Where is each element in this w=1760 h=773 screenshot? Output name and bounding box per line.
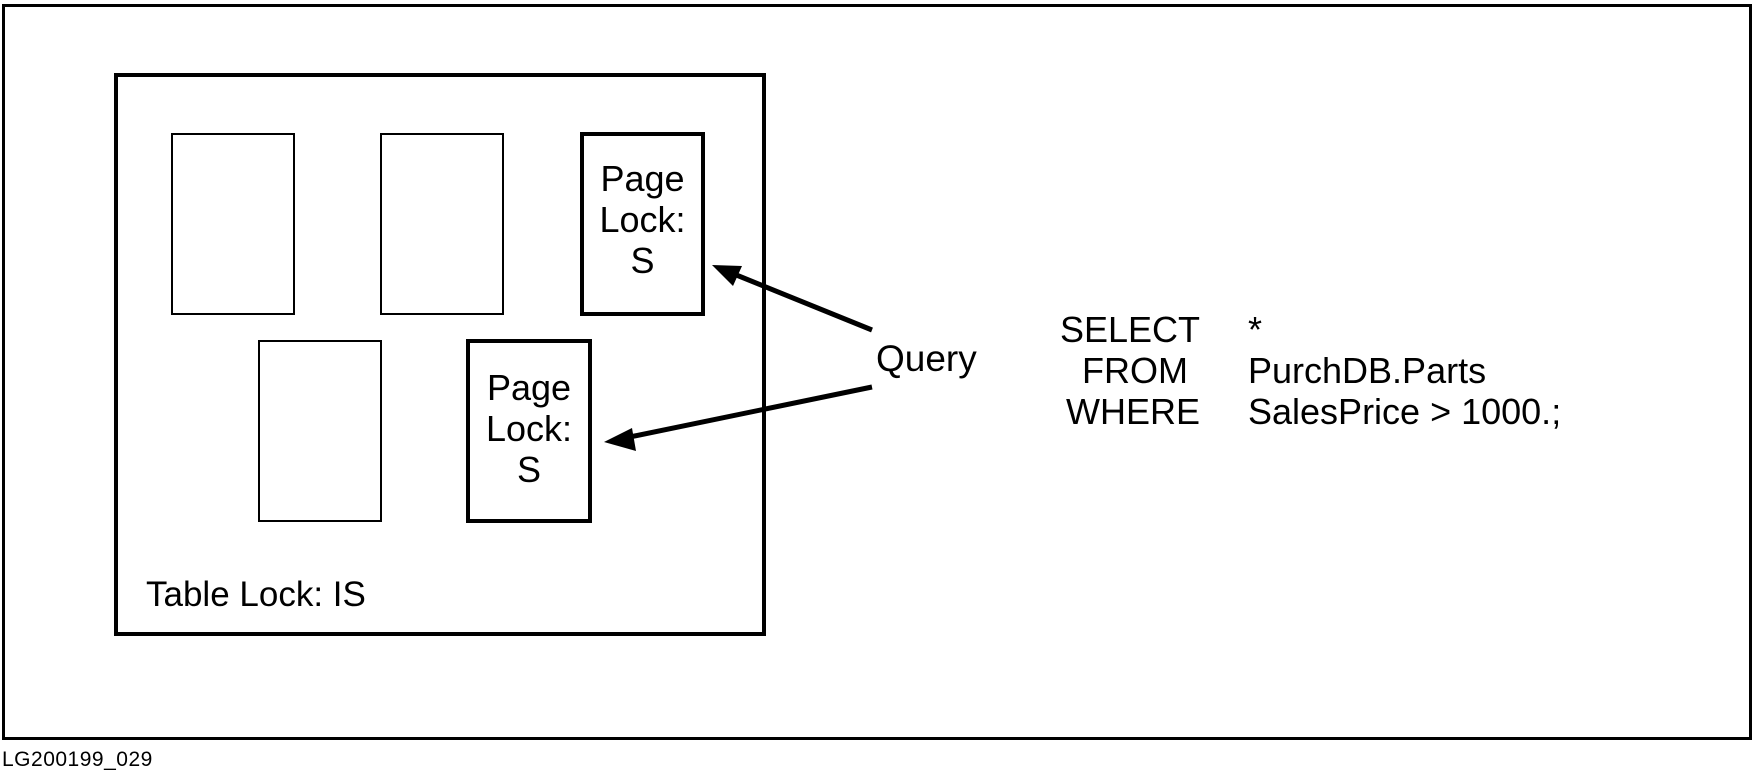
sql-select-keyword: SELECT [1059,309,1201,350]
page-3 [258,340,382,522]
page-lock-line3: S [516,449,541,490]
page-lock-line2: Lock: [599,199,686,240]
table-box [114,73,766,636]
page-lock-line1: Page [600,158,685,199]
sql-from-value: PurchDB.Parts [1248,350,1487,391]
page-1 [171,133,295,315]
figure-frame [2,4,1752,740]
figure-id: LG200199_029 [2,748,153,771]
page-2 [380,133,504,315]
page-lock-line2: Lock: [485,408,573,449]
query-label: Query [876,338,977,379]
page-locked-2: Page Lock: S [466,339,592,523]
arrow-to-page-locked-2 [604,384,873,451]
page-locked-1: Page Lock: S [580,132,705,316]
sql-where-value: SalesPrice > 1000.; [1248,391,1562,432]
arrow-to-page-locked-1 [712,265,873,333]
page-lock-line1: Page [486,367,572,408]
sql-where-keyword: WHERE [1066,391,1200,432]
sql-from-keyword: FROM [1082,350,1188,391]
table-lock-label: Table Lock: IS [146,575,366,614]
page-lock-line3: S [630,240,655,281]
sql-select-value: * [1248,309,1263,350]
